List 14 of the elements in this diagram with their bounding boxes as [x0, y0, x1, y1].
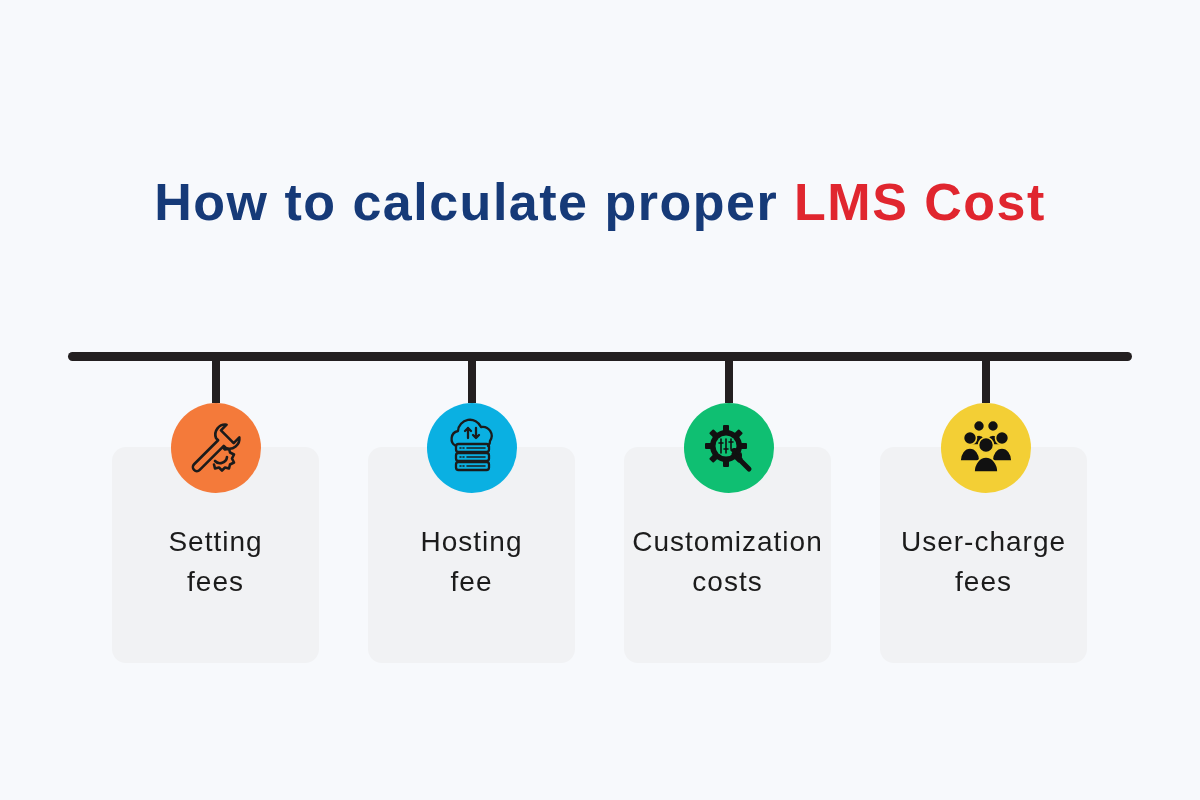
info-card — [112, 447, 319, 663]
title: How to calculate proper LMS Cost — [154, 172, 1046, 233]
card-label: User-charge fees — [899, 525, 1068, 599]
info-card — [624, 447, 831, 663]
card-label: Customization costs — [631, 525, 824, 599]
connector-line — [468, 361, 476, 403]
card-label: Setting fees — [167, 525, 264, 599]
connector-line — [982, 361, 990, 403]
info-card — [880, 447, 1087, 663]
timeline-bar — [68, 352, 1132, 361]
connector-line — [725, 361, 733, 403]
card-label: Hosting fee — [419, 525, 524, 599]
connector-line — [212, 361, 220, 403]
info-card — [368, 447, 575, 663]
